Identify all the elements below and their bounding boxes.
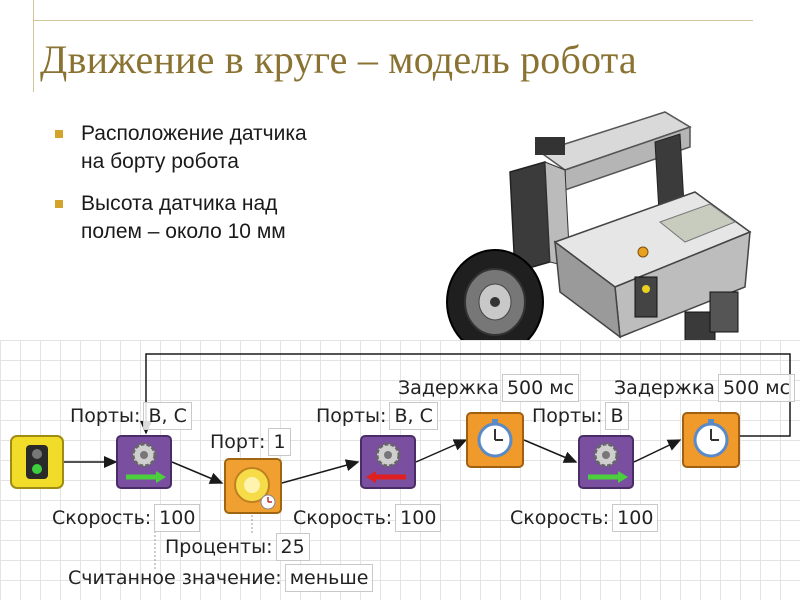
param-label: Порты: (316, 405, 387, 427)
program-canvas: Порты:B, C Скорость:100 Порт:1 Проценты:… (0, 340, 800, 600)
delay-block-2[interactable] (682, 412, 740, 468)
param-label: Проценты: (165, 536, 273, 558)
param-label: Задержка (398, 377, 499, 399)
param-value[interactable]: меньше (284, 564, 374, 592)
bullet-text: Высота датчика над полем – около 10 мм (81, 192, 286, 243)
bullet-text: Расположение датчика на борту робота (81, 122, 307, 173)
motor1-ports-param: Порты:B, C (70, 402, 192, 430)
motor-block-2[interactable] (360, 435, 416, 489)
slide-title: Движение в круге – модель робота (40, 37, 637, 82)
motor-block-1[interactable] (116, 435, 172, 489)
motor2-speed-param: Скорость:100 (293, 504, 442, 532)
robot-image (446, 111, 752, 355)
bullet-list: Расположение датчика на борту робота Выс… (55, 120, 385, 260)
param-label: Порты: (70, 405, 141, 427)
param-value[interactable]: 25 (275, 533, 310, 561)
delay-block-1[interactable] (466, 412, 524, 468)
motor3-speed-param: Скорость:100 (510, 504, 659, 532)
bullet-marker (55, 130, 63, 138)
sensor-read-param: Считанное значение:меньше (68, 564, 374, 592)
param-value[interactable]: 500 мс (501, 374, 580, 402)
bullet-item: Высота датчика над полем – около 10 мм (55, 190, 385, 246)
param-label: Задержка (614, 377, 715, 399)
start-block[interactable] (10, 435, 64, 489)
param-label: Порт: (210, 431, 266, 453)
motor3-ports-param: Порты:B (532, 402, 629, 430)
param-label: Считанное значение: (68, 567, 282, 589)
param-label: Порты: (532, 405, 603, 427)
param-value[interactable]: 100 (612, 504, 659, 532)
sensor-percent-param: Проценты:25 (165, 533, 310, 561)
param-value[interactable]: 1 (268, 428, 291, 456)
param-value[interactable]: B, C (143, 402, 192, 430)
top-rule (33, 20, 753, 21)
light-sensor-block[interactable] (224, 458, 282, 514)
bullet-item: Расположение датчика на борту робота (55, 120, 385, 176)
bullet-marker (55, 200, 63, 208)
motor-block-3[interactable] (578, 435, 634, 489)
param-value[interactable]: 100 (395, 504, 442, 532)
param-value[interactable]: B (605, 402, 629, 430)
param-value[interactable]: 500 мс (717, 374, 796, 402)
sensor-port-param: Порт:1 (210, 428, 291, 456)
motor1-speed-param: Скорость:100 (52, 504, 201, 532)
param-value[interactable]: B, C (389, 402, 438, 430)
param-label: Скорость: (52, 507, 152, 529)
param-label: Скорость: (510, 507, 610, 529)
param-value[interactable]: 100 (154, 504, 201, 532)
motor2-ports-param: Порты:B, C (316, 402, 438, 430)
param-label: Скорость: (293, 507, 393, 529)
left-rule (33, 0, 34, 92)
